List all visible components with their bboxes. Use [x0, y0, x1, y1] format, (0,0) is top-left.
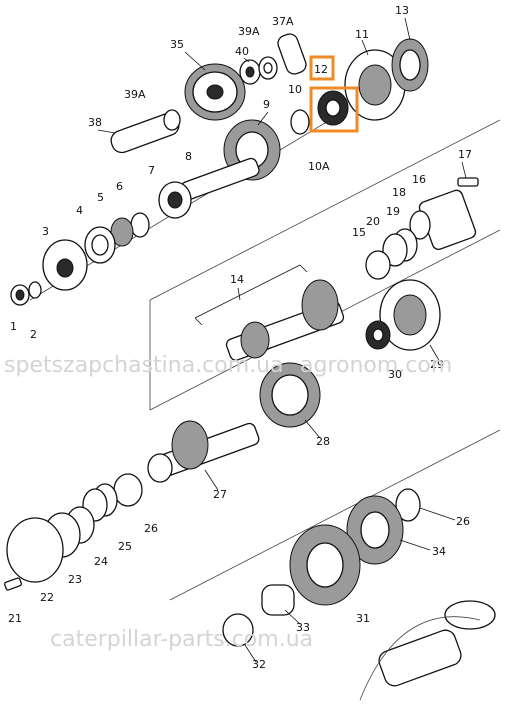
callout-9: 9: [263, 98, 270, 111]
leader-lines: [97, 17, 467, 663]
shaft-27: [147, 420, 260, 483]
callout-27: 27: [213, 488, 227, 501]
callout-18: 18: [392, 186, 406, 199]
callout-28: 28: [316, 435, 330, 448]
nut-1: [10, 284, 30, 306]
callout-4: 4: [76, 204, 83, 217]
bearing-30: [365, 320, 391, 350]
bearing-26-mid: [113, 473, 143, 507]
housing-29: [379, 279, 441, 351]
callout-6: 6: [116, 180, 123, 193]
callout-25: 25: [118, 540, 132, 553]
callout-26-mid: 26: [144, 522, 158, 535]
gear-28: [259, 362, 321, 428]
pin-37a: [277, 33, 307, 75]
callout-30: 30: [388, 368, 402, 381]
callout-7: 7: [148, 164, 155, 177]
housing-3: [42, 239, 88, 291]
callout-37a: 37A: [272, 15, 294, 28]
callout-32: 32: [252, 658, 266, 671]
bearing-7: [158, 181, 192, 219]
callout-15: 15: [352, 226, 366, 239]
ring-10: [290, 109, 310, 135]
washer-39a: [163, 109, 181, 131]
cover-22: [6, 517, 64, 583]
spring-19-20: [382, 228, 418, 267]
yoke-assembly: [378, 600, 496, 687]
callout-29: 29: [430, 358, 444, 371]
watermark-2: agronom.com: [300, 353, 452, 378]
callout-1: 1: [10, 320, 17, 333]
callout-13: 13: [395, 4, 409, 17]
bearing-12: [317, 90, 349, 126]
callout-38: 38: [88, 116, 102, 129]
callout-24: 24: [94, 555, 108, 568]
ring-18: [409, 210, 431, 240]
callout-40: 40: [235, 45, 249, 58]
callout-10a: 10A: [308, 160, 330, 173]
gear-35: [184, 63, 246, 121]
ring-6: [130, 212, 150, 238]
highlight-box-12: [309, 86, 359, 133]
gear-31: [289, 524, 361, 606]
gear-34: [346, 495, 404, 565]
bolt-17: [457, 177, 479, 187]
washer-39a-top: [258, 56, 278, 80]
collar-4: [84, 226, 116, 264]
callout-11: 11: [355, 28, 369, 41]
callout-10: 10: [288, 83, 302, 96]
callout-16: 16: [412, 173, 426, 186]
highlight-label-box-12: [309, 55, 335, 81]
housing-outline: [359, 616, 481, 701]
watermark-3: caterpillar-parts.com.ua: [50, 627, 313, 652]
bushing-33: [261, 584, 295, 616]
callout-31: 31: [356, 612, 370, 625]
bearing-26-right: [395, 488, 421, 522]
callout-39a: 39A: [124, 88, 146, 101]
callout-20: 20: [366, 215, 380, 228]
bracket-14: [194, 264, 308, 326]
callout-14: 14: [230, 273, 244, 286]
gear-13: [391, 38, 429, 92]
hub-11: [344, 49, 406, 121]
ring-15: [365, 250, 391, 280]
callout-5: 5: [97, 191, 104, 204]
callout-8: 8: [185, 150, 192, 163]
watermarks: spetszapchastina.com.ua agronom.com cate…: [4, 353, 452, 652]
callout-19: 19: [386, 205, 400, 218]
callout-23: 23: [68, 573, 82, 586]
shaft-14: [225, 279, 345, 361]
callout-21: 21: [8, 612, 22, 625]
callout-labels: 35 40 39A 37A 11 13 12 10 39A 38 9 10A 8…: [8, 4, 472, 671]
bearing-40: [239, 59, 261, 85]
bearing-32: [222, 613, 254, 647]
watermark-1: spetszapchastina.com.ua: [4, 353, 284, 378]
callout-33: 33: [296, 621, 310, 634]
callout-26-right: 26: [456, 515, 470, 528]
callout-39a-top: 39A: [238, 25, 260, 38]
callout-22: 22: [40, 591, 54, 604]
callout-34: 34: [432, 545, 446, 558]
callout-2: 2: [30, 328, 37, 341]
washer-2: [28, 281, 42, 299]
callout-17: 17: [458, 148, 472, 161]
callout-35: 35: [170, 38, 184, 51]
callout-3: 3: [42, 225, 49, 238]
bolt-21: [4, 577, 22, 591]
callout-12: 12: [314, 63, 328, 76]
